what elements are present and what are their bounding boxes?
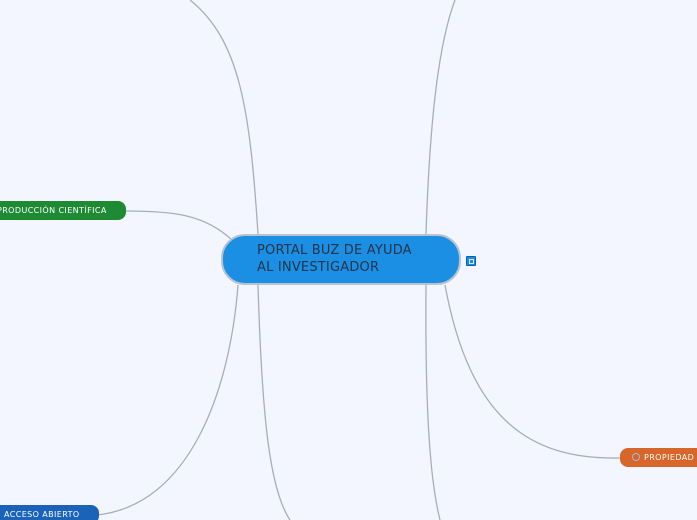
- expand-collapse-icon[interactable]: [466, 256, 476, 266]
- connector-propiedad: [444, 284, 621, 459]
- topic-label: ACCESO ABIERTO: [4, 510, 80, 519]
- connector-produccion: [125, 210, 233, 241]
- connector-top-right: [425, 0, 456, 235]
- connector-acceso: [96, 284, 239, 516]
- connector-top-left: [189, 0, 259, 235]
- topic-acceso-abierto[interactable]: ACCESO ABIERTO: [0, 505, 99, 520]
- connector-bottom-right: [425, 284, 441, 520]
- topic-propiedad[interactable]: PROPIEDAD: [620, 448, 697, 467]
- central-topic-node[interactable]: PORTAL BUZ DE AYUDA AL INVESTIGADOR: [221, 234, 461, 285]
- topic-produccion-cientifica[interactable]: PRODUCCIÓN CIENTÍFICA: [0, 201, 126, 220]
- topic-label: PROPIEDAD: [644, 453, 695, 462]
- central-topic-line-2: AL INVESTIGADOR: [257, 260, 380, 275]
- central-topic-line-1: PORTAL BUZ DE AYUDA: [257, 243, 412, 258]
- circle-arrow-icon: [632, 453, 640, 461]
- topic-label: PRODUCCIÓN CIENTÍFICA: [0, 206, 107, 215]
- connector-bottom-left: [257, 284, 291, 520]
